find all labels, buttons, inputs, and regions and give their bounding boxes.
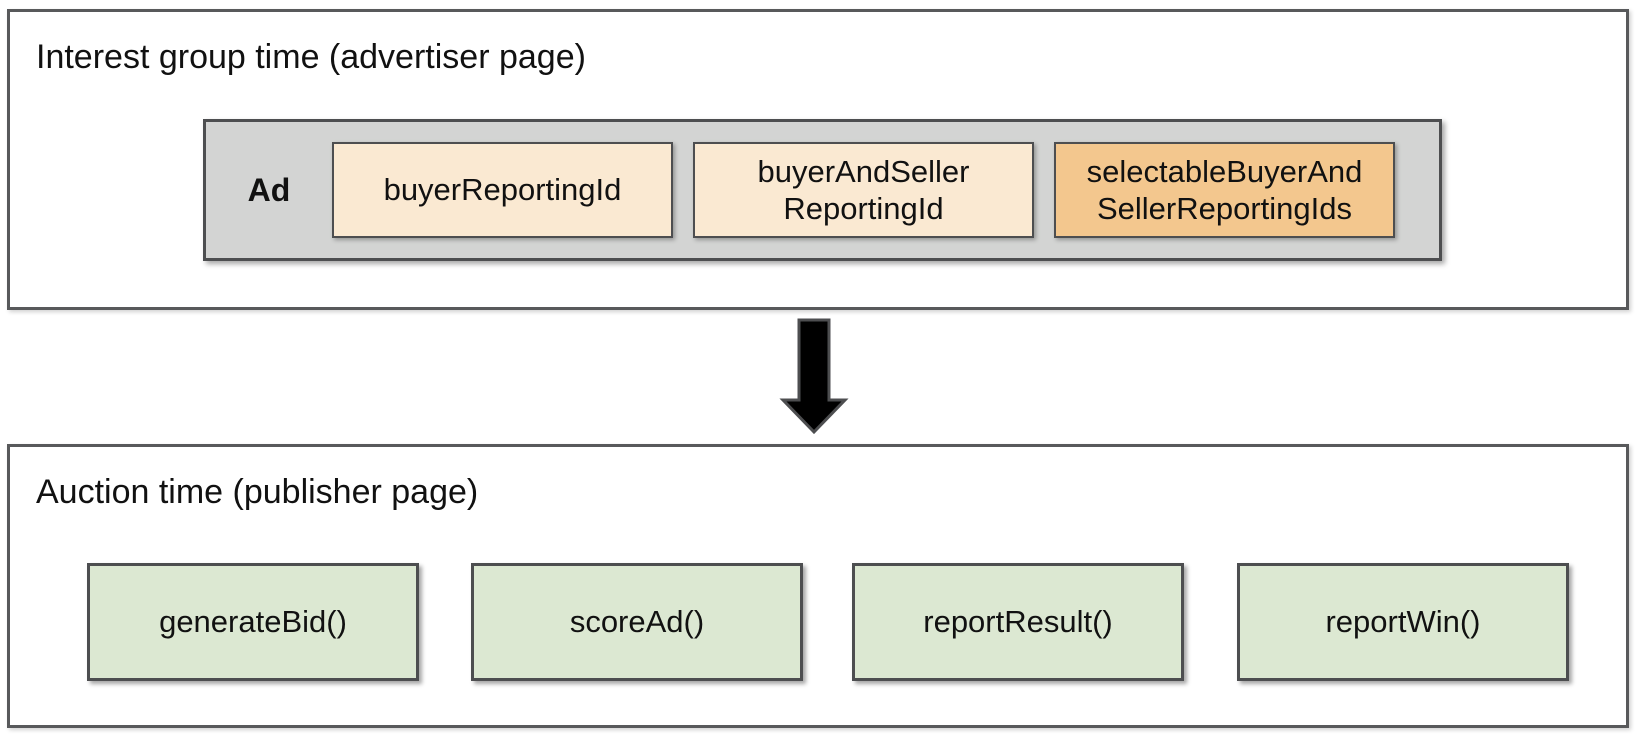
box-label-line: selectableBuyerAnd xyxy=(1086,153,1363,189)
interest-group-title: Interest group time (advertiser page) xyxy=(36,38,586,76)
box-label-line: SellerReportingIds xyxy=(1096,191,1353,226)
selectable-buyer-and-seller-reporting-ids-box: selectableBuyerAnd SellerReportingIds xyxy=(1054,142,1395,238)
box-label-line: buyerAndSeller xyxy=(757,153,970,189)
box-label: reportResult() xyxy=(923,604,1113,639)
report-result-box: reportResult() xyxy=(852,563,1184,681)
buyer-and-seller-reporting-id-box: buyerAndSeller ReportingId xyxy=(693,142,1034,238)
ad-label: Ad xyxy=(247,171,291,208)
reporting-id-box-row: buyerReportingId buyerAndSeller Reportin… xyxy=(332,142,1395,238)
interest-group-section: Interest group time (advertiser page) Ad… xyxy=(7,9,1629,310)
report-win-box: reportWin() xyxy=(1237,563,1569,681)
buyer-reporting-id-box: buyerReportingId xyxy=(332,142,673,238)
down-arrow-icon xyxy=(779,316,849,436)
box-label-line: buyerReportingId xyxy=(383,172,622,208)
auction-section: Auction time (publisher page) generateBi… xyxy=(7,444,1629,728)
score-ad-box: scoreAd() xyxy=(471,563,803,681)
box-label: generateBid() xyxy=(159,604,347,639)
box-label: scoreAd() xyxy=(569,604,705,639)
ad-container: Ad buyerReportingId buyerAndSeller Repor… xyxy=(203,119,1442,261)
box-label: reportWin() xyxy=(1325,604,1481,639)
box-label-line: ReportingId xyxy=(783,191,944,226)
auction-title: Auction time (publisher page) xyxy=(36,473,479,511)
generate-bid-box: generateBid() xyxy=(87,563,419,681)
